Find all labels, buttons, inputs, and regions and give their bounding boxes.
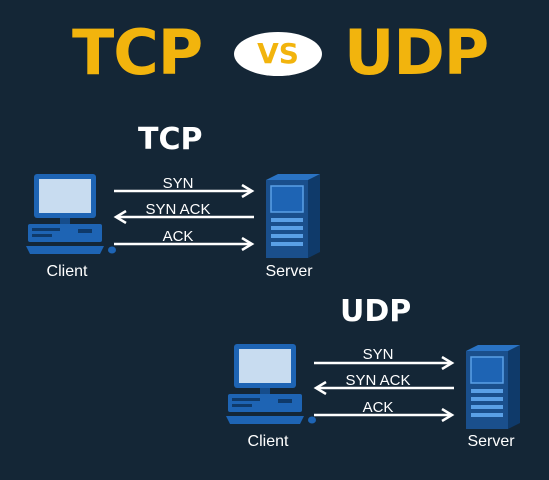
udp-client-computer-icon bbox=[226, 342, 320, 428]
udp-syn-ack-arrow bbox=[313, 381, 454, 395]
udp-ack-label: ACK bbox=[362, 399, 394, 416]
tcp-server-icon bbox=[262, 172, 322, 258]
udp-syn-ack-label: SYN ACK bbox=[345, 372, 411, 389]
tcp-syn-label: SYN bbox=[162, 175, 194, 192]
tcp-syn-ack-label: SYN ACK bbox=[145, 201, 211, 218]
udp-syn-arrow bbox=[314, 356, 455, 370]
tcp-syn-arrow bbox=[114, 184, 255, 198]
tcp-ack-label: ACK bbox=[162, 228, 194, 245]
vs-text: VS bbox=[257, 37, 299, 70]
tcp-server-label: Server bbox=[265, 263, 313, 280]
tcp-syn-ack-arrow bbox=[113, 210, 254, 224]
udp-server-label: Server bbox=[467, 433, 515, 450]
udp-section-title: UDP bbox=[340, 294, 412, 329]
udp-server-icon bbox=[462, 343, 522, 429]
tcp-ack-arrow bbox=[114, 237, 255, 251]
tcp-client-label: Client bbox=[46, 263, 88, 280]
tcp-client-computer-icon bbox=[26, 172, 120, 258]
vs-badge: VS bbox=[234, 32, 322, 76]
tcp-section-title: TCP bbox=[138, 122, 203, 157]
udp-syn-label: SYN bbox=[362, 346, 394, 363]
headline-tcp: TCP bbox=[72, 16, 203, 89]
headline-udp: UDP bbox=[344, 16, 489, 89]
udp-ack-arrow bbox=[314, 408, 455, 422]
udp-client-label: Client bbox=[247, 433, 289, 450]
